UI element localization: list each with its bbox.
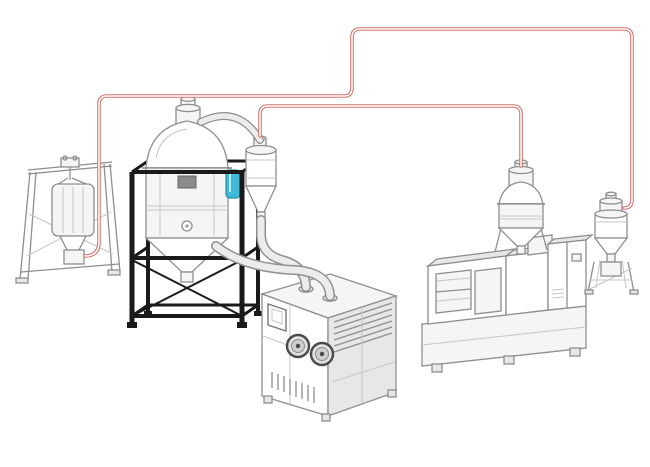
loader-receiver	[593, 191, 629, 277]
big-bag-unloading-station	[15, 155, 121, 284]
station-frame	[15, 161, 121, 284]
hopper-level-sensor	[225, 169, 241, 199]
dryer-front-vent-slats	[271, 372, 315, 403]
hopper-dome	[145, 120, 229, 169]
hopper-nameplate	[177, 175, 197, 189]
dryer-side-vent-slats	[333, 302, 393, 353]
bulk-bag	[51, 177, 95, 237]
machine-hopper-receiver	[494, 159, 548, 255]
dehumidifying-dryer	[259, 273, 399, 422]
loader-stand	[584, 259, 639, 295]
loader-on-stand	[584, 191, 639, 295]
injection-molding-machine	[421, 159, 595, 373]
machine-injection-unit	[505, 250, 549, 316]
dryer-filter-gauge-1	[285, 333, 311, 359]
drying-hopper	[142, 95, 241, 283]
hopper-stand-front	[127, 170, 262, 328]
vacuum-tube-run-b	[258, 104, 523, 168]
hopper-outlet	[180, 271, 194, 283]
air-hose-supply	[211, 241, 335, 301]
dryer-filter-gauge-2	[309, 341, 335, 367]
air-hose-dome-to-cyclone	[197, 112, 264, 144]
vacuum-tube-run-a	[83, 27, 634, 258]
cyclone-separator	[244, 135, 278, 223]
air-hose-return	[256, 215, 311, 292]
hoist-trolley	[60, 155, 80, 180]
bag-discharge-unit	[58, 235, 88, 265]
